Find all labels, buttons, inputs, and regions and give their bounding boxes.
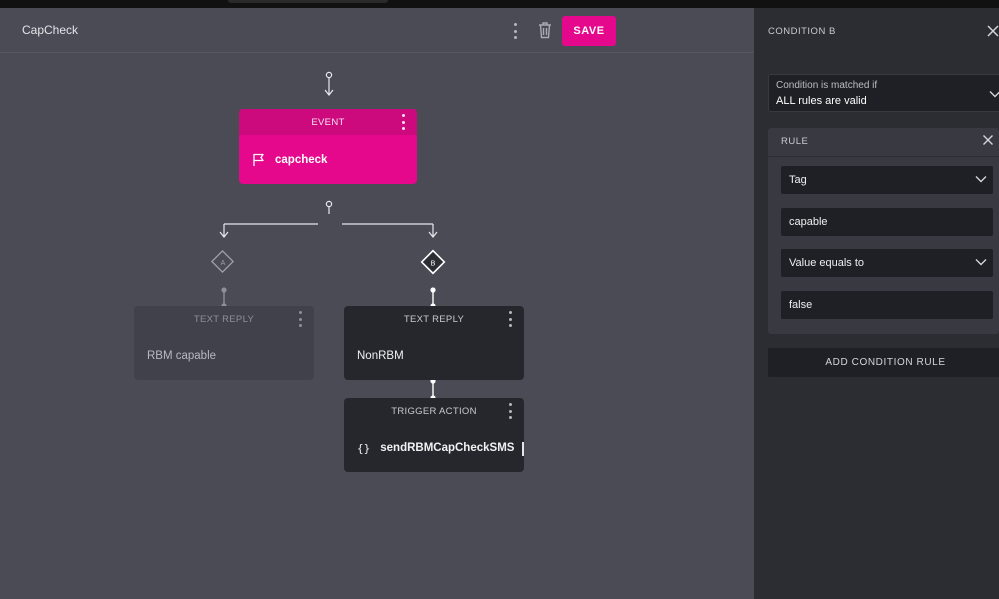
- rule-field-name-value: capable: [789, 216, 828, 228]
- rule-field-type-select[interactable]: Tag: [781, 166, 993, 194]
- code-braces-icon: {}: [357, 441, 371, 455]
- reply-b-options-icon[interactable]: [504, 311, 516, 327]
- rule-operator-select[interactable]: Value equals to: [781, 249, 993, 277]
- reply-b-text: NonRBM: [357, 350, 404, 362]
- close-icon[interactable]: [986, 24, 999, 38]
- chevron-down-icon: [989, 91, 999, 98]
- condition-panel: CONDITION B Condition is matched if ALL …: [754, 8, 999, 599]
- chevron-down-icon: [975, 259, 987, 266]
- rule-field-name-input[interactable]: capable: [781, 208, 993, 236]
- add-condition-rule-button[interactable]: ADD CONDITION RULE: [768, 348, 999, 377]
- window-top-strip: [0, 0, 999, 8]
- trigger-body: {} sendRBMCapCheckSMS: [344, 424, 524, 472]
- flow-connectors: A B: [210, 71, 446, 401]
- branch-b-diamond: B: [420, 249, 446, 275]
- match-condition-label: Condition is matched if: [776, 80, 878, 91]
- reply-b-header: TEXT REPLY: [403, 313, 465, 325]
- flow-canvas[interactable]: CapCheck SAVE A: [0, 8, 754, 599]
- reply-a-text: RBM capable: [147, 350, 217, 362]
- rule-value-input[interactable]: false: [781, 291, 993, 319]
- trigger-name: sendRBMCapCheckSMS: [380, 442, 515, 454]
- flow-title: CapCheck: [22, 23, 79, 37]
- trigger-header: TRIGGER ACTION: [391, 405, 477, 417]
- rule-divider: [768, 156, 999, 157]
- rule-operator-value: Value equals to: [789, 257, 865, 269]
- trigger-action-node[interactable]: TRIGGER ACTION {} sendRBMCapCheckSMS: [344, 398, 524, 472]
- branch-b-label: B: [431, 261, 436, 268]
- match-condition-select[interactable]: Condition is matched if ALL rules are va…: [768, 74, 999, 112]
- text-reply-node-b[interactable]: TEXT REPLY NonRBM: [344, 306, 524, 380]
- chevron-down-icon: [975, 176, 987, 183]
- match-condition-value: ALL rules are valid: [776, 95, 867, 107]
- canvas-header: CapCheck SAVE: [0, 8, 754, 53]
- flag-icon: [253, 153, 264, 166]
- rule-value: false: [789, 299, 813, 311]
- more-options-icon[interactable]: [509, 23, 521, 39]
- rule-title: RULE: [781, 136, 809, 147]
- event-node-header: EVENT: [239, 109, 417, 135]
- text-reply-node-a[interactable]: TEXT REPLY RBM capable: [134, 306, 314, 380]
- reply-a-header: TEXT REPLY: [193, 313, 255, 325]
- event-node-body: capcheck: [239, 135, 417, 184]
- branch-a-diamond: A: [210, 249, 235, 274]
- reply-a-options-icon[interactable]: [294, 311, 306, 327]
- text-cursor-mark: [522, 442, 524, 456]
- rule-card: RULE Tag capable Value equals to: [768, 128, 999, 334]
- rule-field-type-value: Tag: [789, 174, 807, 186]
- branch-a-label: A: [221, 260, 226, 267]
- panel-title: CONDITION B: [768, 26, 836, 37]
- event-options-icon[interactable]: [397, 114, 409, 130]
- trash-icon[interactable]: [537, 21, 553, 39]
- event-name: capcheck: [275, 153, 328, 166]
- event-node[interactable]: EVENT capcheck: [239, 109, 417, 184]
- trigger-options-icon[interactable]: [504, 403, 516, 419]
- tab-glimpse: [228, 0, 388, 3]
- remove-rule-icon[interactable]: [982, 134, 994, 146]
- save-button[interactable]: SAVE: [562, 16, 616, 46]
